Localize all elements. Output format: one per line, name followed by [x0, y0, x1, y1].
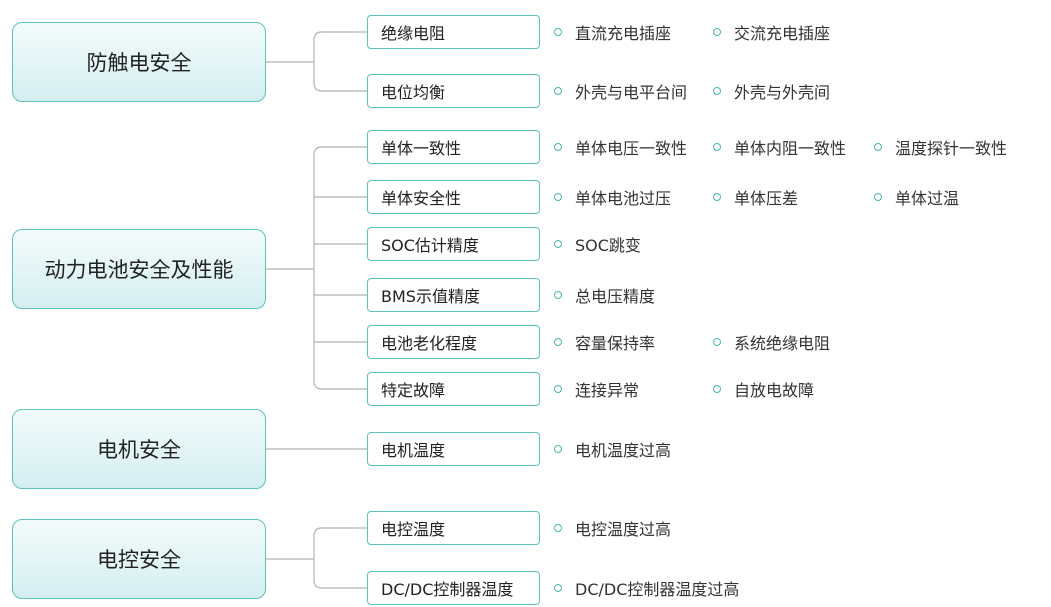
leaf-label: 电机温度过高	[575, 441, 672, 460]
leaf-item: DC/DC控制器温度过高	[554, 577, 739, 599]
leaf-item: 单体内阻一致性	[713, 136, 846, 158]
circle-bullet-icon	[554, 240, 562, 248]
leaf-item: 单体电池过压	[554, 186, 671, 208]
item-node: 绝缘电阻	[367, 15, 540, 49]
item-node: 电池老化程度	[367, 325, 540, 359]
leaf-label: 自放电故障	[734, 381, 815, 400]
leaf-item: 电控温度过高	[554, 517, 671, 539]
leaf-label: 单体压差	[734, 189, 799, 208]
leaf-item: 单体过温	[874, 186, 959, 208]
circle-bullet-icon	[554, 524, 562, 532]
leaf-label: 连接异常	[575, 381, 640, 400]
circle-bullet-icon	[554, 28, 562, 36]
item-node: 单体一致性	[367, 130, 540, 164]
item-node: 电控温度	[367, 511, 540, 545]
leaf-label: 交流充电插座	[734, 24, 831, 43]
circle-bullet-icon	[554, 584, 562, 592]
category-node: 电机安全	[12, 409, 266, 489]
circle-bullet-icon	[874, 193, 882, 201]
leaf-item: 电机温度过高	[554, 438, 671, 460]
circle-bullet-icon	[713, 385, 721, 393]
circle-bullet-icon	[554, 193, 562, 201]
leaf-item: 外壳与外壳间	[713, 80, 830, 102]
leaf-label: 单体过温	[895, 189, 960, 208]
connector-branch	[313, 380, 367, 390]
category-node: 防触电安全	[12, 22, 266, 102]
leaf-label: 直流充电插座	[575, 24, 672, 43]
connector-branch	[313, 31, 367, 41]
leaf-label: 系统绝缘电阻	[734, 334, 831, 353]
leaf-item: 总电压精度	[554, 284, 655, 306]
item-node: SOC估计精度	[367, 227, 540, 261]
leaf-label: 容量保持率	[575, 334, 656, 353]
connector-branch	[313, 82, 367, 92]
item-node: 单体安全性	[367, 180, 540, 214]
circle-bullet-icon	[554, 338, 562, 346]
leaf-item: 单体电压一致性	[554, 136, 687, 158]
leaf-item: 系统绝缘电阻	[713, 331, 830, 353]
leaf-label: 单体电池过压	[575, 189, 672, 208]
leaf-item: 交流充电插座	[713, 21, 830, 43]
leaf-label: 温度探针一致性	[895, 139, 1008, 158]
circle-bullet-icon	[713, 28, 721, 36]
circle-bullet-icon	[554, 143, 562, 151]
leaf-item: 连接异常	[554, 378, 639, 400]
leaf-label: SOC跳变	[575, 236, 641, 255]
leaf-label: 外壳与电平台间	[575, 83, 688, 102]
item-node: 特定故障	[367, 372, 540, 406]
circle-bullet-icon	[554, 445, 562, 453]
item-node: 电位均衡	[367, 74, 540, 108]
circle-bullet-icon	[874, 143, 882, 151]
connector-branch	[313, 579, 367, 589]
item-node: BMS示值精度	[367, 278, 540, 312]
item-node: 电机温度	[367, 432, 540, 466]
leaf-label: 单体电压一致性	[575, 139, 688, 158]
leaf-label: DC/DC控制器温度过高	[575, 580, 740, 599]
leaf-item: SOC跳变	[554, 233, 641, 255]
connector-branch	[313, 527, 367, 537]
leaf-label: 单体内阻一致性	[734, 139, 847, 158]
leaf-item: 温度探针一致性	[874, 136, 1007, 158]
circle-bullet-icon	[713, 193, 721, 201]
circle-bullet-icon	[713, 143, 721, 151]
circle-bullet-icon	[713, 338, 721, 346]
leaf-label: 电控温度过高	[575, 520, 672, 539]
leaf-label: 总电压精度	[575, 287, 656, 306]
circle-bullet-icon	[554, 385, 562, 393]
category-node: 电控安全	[12, 519, 266, 599]
leaf-item: 直流充电插座	[554, 21, 671, 43]
leaf-item: 单体压差	[713, 186, 798, 208]
leaf-item: 外壳与电平台间	[554, 80, 687, 102]
item-node: DC/DC控制器温度	[367, 571, 540, 605]
leaf-item: 自放电故障	[713, 378, 814, 400]
circle-bullet-icon	[554, 291, 562, 299]
leaf-label: 外壳与外壳间	[734, 83, 831, 102]
category-node: 动力电池安全及性能	[12, 229, 266, 309]
connector-branch	[313, 146, 367, 156]
circle-bullet-icon	[554, 87, 562, 95]
circle-bullet-icon	[713, 87, 721, 95]
leaf-item: 容量保持率	[554, 331, 655, 353]
